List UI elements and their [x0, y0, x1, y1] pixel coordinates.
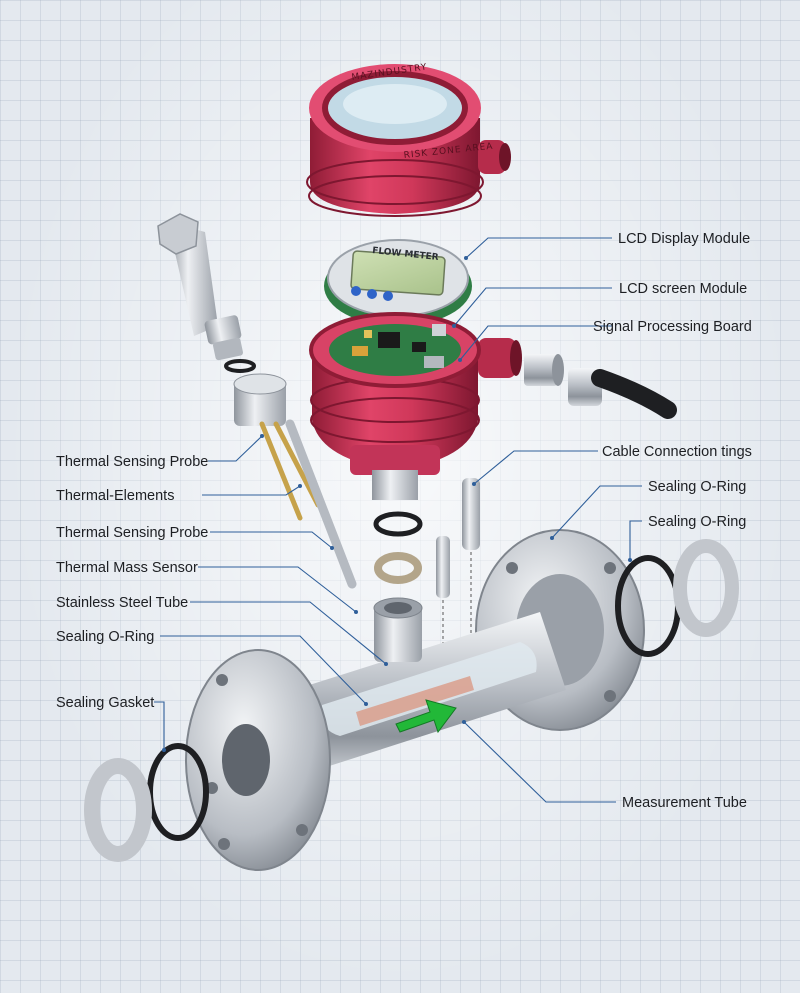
lcd-display-module: FLOW METER [324, 239, 472, 326]
label-sealing-o-ring-right-1: Sealing O-Ring [648, 479, 746, 495]
label-measurement-tube: Measurement Tube [622, 795, 747, 811]
leader-lines [154, 237, 642, 803]
label-lcd-screen-module: LCD screen Module [619, 281, 747, 297]
small-o-ring [373, 511, 423, 537]
label-sealing-o-ring-right-2: Sealing O-Ring [648, 514, 746, 530]
label-cable-connection-fittings: Cable Connection tings [602, 444, 752, 460]
small-washer [374, 552, 422, 584]
lcd-screen [350, 250, 446, 296]
left-gasket [84, 758, 152, 862]
thermal-mass-sensors [436, 478, 480, 660]
left-flange [185, 649, 331, 871]
label-thermal-sensing-probe-1: Thermal Sensing Probe [56, 454, 208, 470]
label-thermal-elements: Thermal-Elements [56, 488, 174, 504]
cable-connection-fittings [524, 354, 677, 419]
housing-cap: MAZINDUSTRY RISK ZONE AREA [306, 62, 511, 217]
label-thermal-sensing-probe-2: Thermal Sensing Probe [56, 525, 208, 541]
measurement-tube [262, 612, 566, 778]
label-thermal-mass-sensor: Thermal Mass Sensor [56, 560, 198, 576]
label-signal-processing-board: Signal Processing Board [593, 319, 752, 335]
flow-arrow-icon [395, 699, 457, 734]
right-gasket [673, 539, 739, 637]
label-lcd-display-module: LCD Display Module [618, 231, 750, 247]
label-sealing-gasket: Sealing Gasket [56, 695, 154, 711]
callout-labels: LCD Display Module LCD screen Module Sig… [56, 231, 752, 811]
label-sealing-o-ring-left: Sealing O-Ring [56, 629, 154, 645]
probe-bolt [157, 213, 256, 373]
label-stainless-steel-tube: Stainless Steel Tube [56, 595, 188, 611]
housing-neck-fitting [372, 470, 418, 500]
stainless-steel-tube [373, 597, 423, 662]
signal-processing-housing [309, 312, 522, 500]
thermal-sensing-probe-assembly [233, 373, 357, 589]
